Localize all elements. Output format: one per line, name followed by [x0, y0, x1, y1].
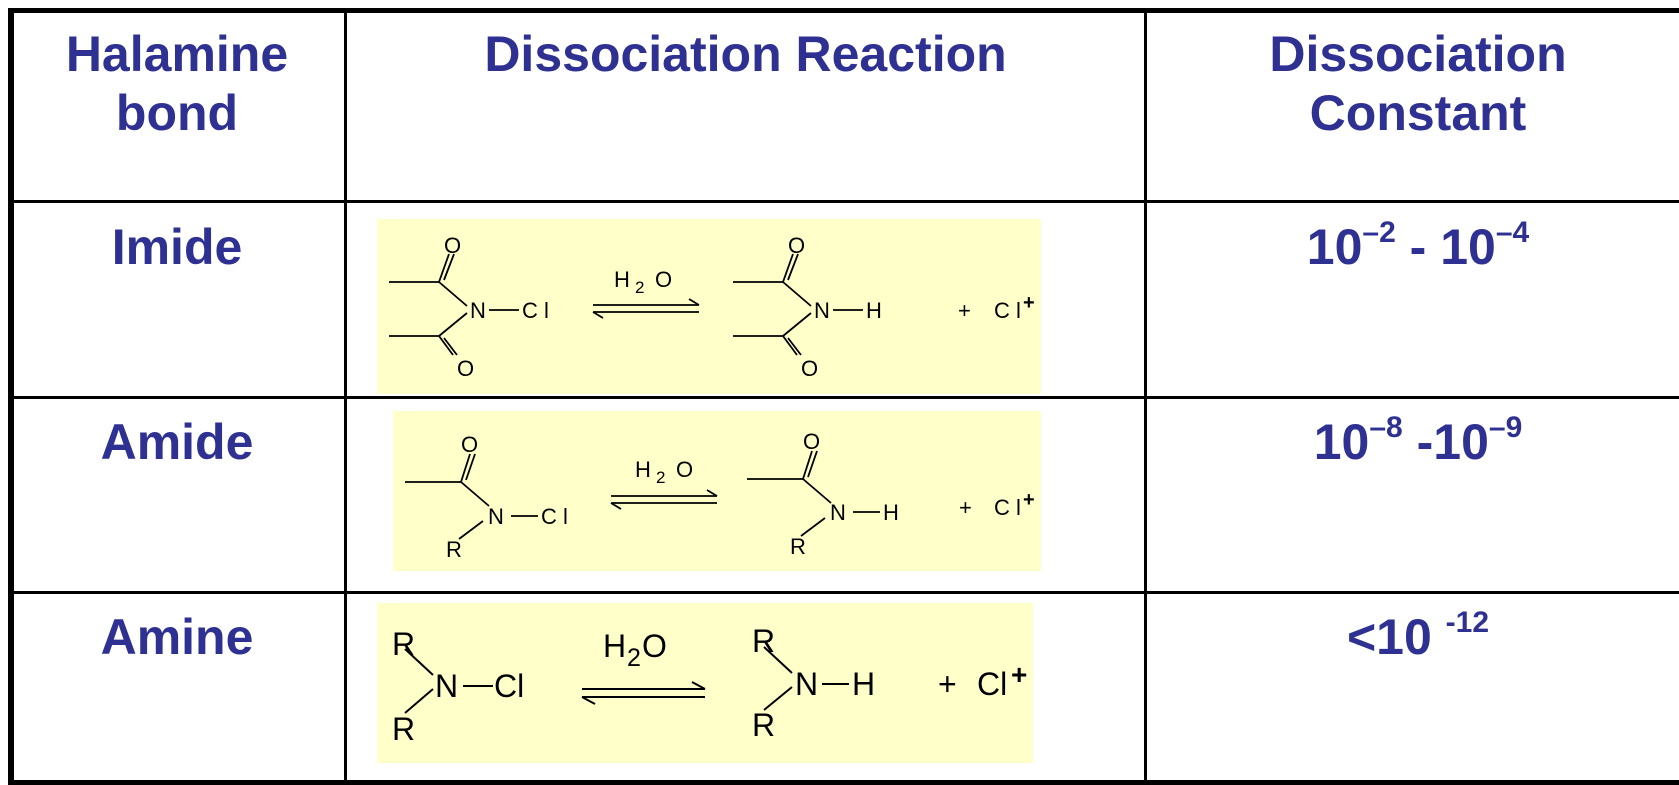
amine-water-o: O [642, 628, 667, 664]
imide-water-sub: 2 [635, 278, 644, 297]
header-constant-line1: Dissociation [1269, 26, 1567, 82]
amine-product-n: N [795, 666, 818, 702]
imide-product-o-top: O [788, 233, 805, 258]
reaction-amine: R R N Cl H 2 O R R N H + Cl + [377, 603, 1033, 763]
imide-water-o: O [655, 267, 672, 292]
table-border-bottom [8, 780, 1679, 785]
amine-plus: + [938, 666, 957, 702]
amide-reactant-cl: C l [541, 504, 568, 529]
table-border-top [8, 8, 1679, 13]
amine-product-r-top: R [752, 623, 775, 659]
amide-reactant-n: N [488, 504, 504, 529]
constant-amine: <10 -12 [1346, 606, 1490, 665]
amine-product-h: H [852, 666, 875, 702]
imide-reactant-cl: C l [522, 298, 549, 323]
imide-product-o-bottom: O [801, 356, 818, 381]
constant-amide: 10–8 -10–9 [1313, 411, 1523, 470]
amide-product-h: H [883, 500, 899, 525]
header-bond-line2: bond [115, 85, 239, 141]
amide-cl-plus: C l [994, 495, 1021, 520]
imide-cl-plus: C l [994, 298, 1021, 323]
header-dissociation-constant: Dissociation Constant [1148, 25, 1679, 143]
row-divider-1 [10, 200, 1679, 203]
imide-product-n: N [814, 298, 830, 323]
bond-imide: Imide [111, 219, 243, 275]
amide-plus: + [959, 495, 972, 520]
amide-water-sub: 2 [656, 468, 665, 487]
amide-product-o: O [803, 429, 820, 454]
imide-reactant-o-bottom: O [457, 356, 474, 381]
constant-imide: 10–2 - 10–4 [1306, 216, 1530, 275]
header-bond-line1: Halamine [65, 26, 289, 82]
amide-product-r: R [790, 534, 806, 559]
header-dissociation-reaction: Dissociation Reaction [347, 25, 1144, 84]
row-divider-3 [10, 591, 1679, 594]
amine-reaction-diagram: R R N Cl H 2 O R R N H + Cl + [392, 623, 1027, 747]
amide-reaction-diagram: O R N C l H 2 O O R N H + C l + [405, 429, 1035, 562]
header-constant-line2: Constant [1309, 85, 1527, 141]
amide-water-o: O [676, 457, 693, 482]
imide-reaction-diagram: O O N C l H 2 O O O N H + C l + [389, 233, 1035, 381]
bond-amide: Amide [100, 414, 254, 470]
amide-product-n: N [830, 500, 846, 525]
amine-product-r-bottom: R [752, 707, 775, 743]
reaction-imide: O O N C l H 2 O O O N H + C l + [377, 219, 1041, 394]
amide-reactant-r: R [446, 537, 462, 562]
reaction-amide: O R N C l H 2 O O R N H + C l + [393, 411, 1041, 571]
imide-cl-charge: + [1023, 292, 1035, 314]
header-reaction-text: Dissociation Reaction [484, 26, 1007, 82]
amine-cl-plus: Cl [977, 666, 1007, 702]
imide-water-h: H [614, 267, 630, 292]
row-divider-2 [10, 396, 1679, 399]
amine-water-h: H [603, 628, 626, 664]
amine-cl-charge: + [1011, 659, 1027, 690]
bond-amine: Amine [100, 609, 254, 665]
amine-reactant-n: N [435, 668, 458, 704]
amine-reactant-cl: Cl [494, 668, 524, 704]
amide-cl-charge: + [1023, 489, 1035, 511]
amine-reactant-r-top: R [392, 626, 415, 662]
imide-plus: + [958, 298, 971, 323]
imide-reactant-o-top: O [444, 233, 461, 258]
header-halamine-bond: Halamine bond [12, 25, 342, 143]
amine-reactant-r-bottom: R [392, 711, 415, 747]
amide-reactant-o: O [461, 432, 478, 457]
imide-product-h: H [866, 298, 882, 323]
imide-reactant-n: N [470, 298, 486, 323]
amine-water-sub: 2 [627, 644, 641, 672]
amide-water-h: H [635, 457, 651, 482]
